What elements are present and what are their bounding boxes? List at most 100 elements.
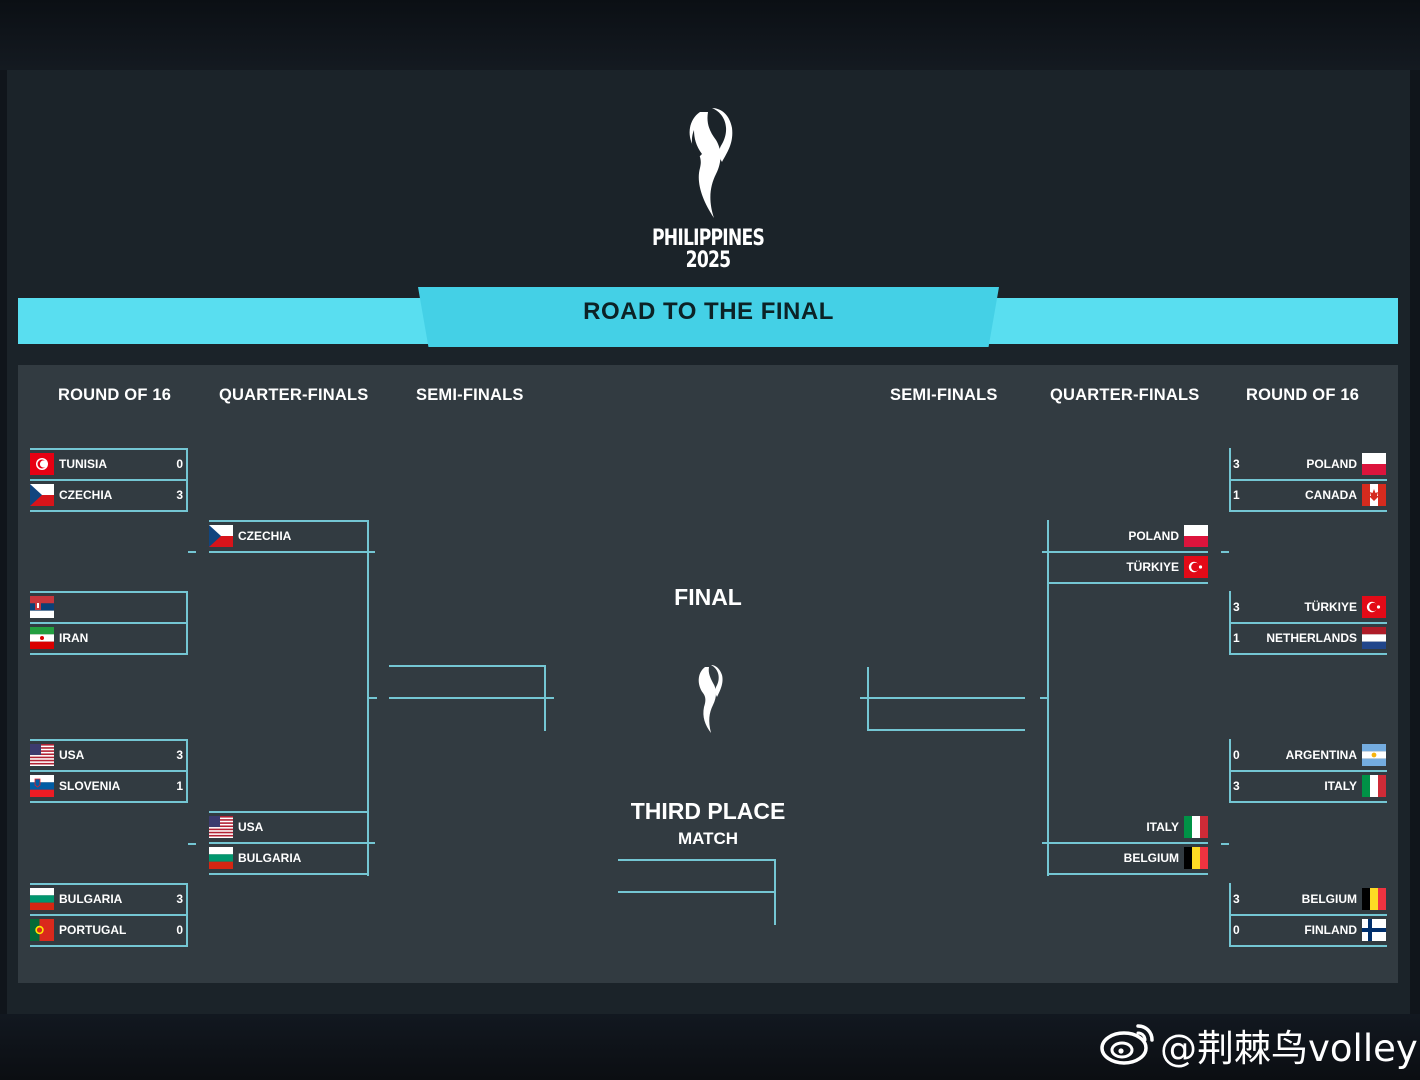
bracket-line [774, 859, 776, 925]
team-name: BULGARIA [238, 851, 302, 865]
bracket-line [1229, 479, 1387, 481]
bracket-line [186, 591, 188, 653]
team-name: FINLAND [1304, 923, 1357, 937]
italy-flag-icon [1184, 816, 1208, 838]
czechia-flag-icon [209, 525, 233, 547]
header-left-round-of-16: ROUND OF 16 [58, 386, 172, 404]
team-name: POLAND [1128, 529, 1179, 543]
bracket-line [389, 665, 546, 667]
bracket-line [30, 448, 188, 450]
bracket-line [1229, 801, 1387, 803]
team-name: TÜRKIYE [1126, 560, 1179, 574]
team-name: USA [59, 748, 85, 762]
team-score: 0 [1233, 748, 1240, 762]
bracket-line [867, 667, 869, 731]
match-row-team-b: IRAN [30, 626, 187, 650]
bracket-line [188, 551, 196, 553]
slovenia-flag-icon [30, 775, 54, 797]
bracket-line [30, 622, 188, 624]
bracket-line [1048, 582, 1208, 584]
team-name: ITALY [1324, 779, 1357, 793]
team-score: 3 [1233, 779, 1240, 793]
match-row-team-a: USA [209, 815, 367, 839]
match-row-team-a: BULGARIA 3 [30, 887, 187, 911]
bracket-line [1229, 653, 1387, 655]
bracket-line [30, 653, 188, 655]
team-name: TUNISIA [59, 457, 107, 471]
bracket-line [30, 801, 188, 803]
match-row-team-b: BELGIUM [1050, 846, 1208, 870]
header-left-quarter-finals: QUARTER-FINALS [219, 386, 369, 404]
third-place-label: THIRD PLACE [630, 798, 786, 824]
usa-flag-icon [30, 744, 54, 766]
team-score: 3 [176, 892, 183, 906]
bracket-line [1042, 842, 1208, 844]
bracket-line [186, 448, 188, 510]
bracket-line [186, 739, 188, 801]
bracket-line [186, 883, 188, 945]
bracket-line [1042, 551, 1208, 553]
bracket-line [30, 945, 188, 947]
bulgaria-flag-icon [209, 847, 233, 869]
team-score: 1 [176, 779, 183, 793]
team-name: BELGIUM [1123, 851, 1179, 865]
belgium-flag-icon [1362, 888, 1386, 910]
trophy-logo-icon [689, 108, 733, 218]
team-name: PORTUGAL [59, 923, 127, 937]
team-name: CANADA [1305, 488, 1357, 502]
bracket-line [367, 520, 369, 876]
portugal-flag-icon [30, 919, 54, 941]
banner-stripe-right [985, 298, 1398, 344]
team-score: 3 [1233, 892, 1240, 906]
bracket-line [860, 697, 1025, 699]
bracket-line [618, 891, 776, 893]
bracket-line [1047, 520, 1049, 876]
banner-stripe-left [18, 298, 438, 344]
match-row-team-a: CZECHIA [209, 524, 367, 548]
tunisia-flag-icon [30, 453, 54, 475]
turkiye-flag-icon [1362, 596, 1386, 618]
match-row-team-b: TÜRKIYE [1050, 555, 1208, 579]
match-row-team-b: BULGARIA [209, 846, 367, 870]
netherlands-flag-icon [1362, 627, 1386, 649]
team-score: 3 [1233, 600, 1240, 614]
iran-flag-icon [30, 627, 54, 649]
team-score: 3 [176, 748, 183, 762]
outer-frame-bottom [0, 1014, 1420, 1080]
usa-flag-icon [209, 816, 233, 838]
bracket-line [1229, 945, 1387, 947]
banner-plate [418, 287, 999, 347]
bracket-line [188, 843, 196, 845]
bracket-line [30, 739, 188, 741]
turkiye-flag-icon [1184, 556, 1208, 578]
match-row-team-a: POLAND [1050, 524, 1208, 548]
bracket-line [30, 883, 188, 885]
bracket-line [867, 729, 1025, 731]
team-name: BULGARIA [59, 892, 123, 906]
event-logo: PHILIPPINES 2025 [630, 100, 786, 275]
header-left-semi-finals: SEMI-FINALS [416, 386, 524, 404]
poland-flag-icon [1184, 525, 1208, 547]
bracket-line [1229, 914, 1387, 916]
header-right-quarter-finals: QUARTER-FINALS [1050, 386, 1200, 404]
czechia-flag-icon [30, 484, 54, 506]
third-place-sublabel: MATCH [677, 829, 739, 848]
team-name: CZECHIA [59, 488, 113, 502]
bracket-line [1229, 622, 1387, 624]
team-name: USA [238, 820, 264, 834]
italy-flag-icon [1362, 775, 1386, 797]
team-name: NETHERLANDS [1266, 631, 1357, 645]
belgium-flag-icon [1184, 847, 1208, 869]
bracket-line [1229, 510, 1387, 512]
weibo-logo-icon [1100, 1024, 1154, 1065]
bulgaria-flag-icon [30, 888, 54, 910]
team-name: POLAND [1306, 457, 1357, 471]
bracket-line [209, 842, 375, 844]
